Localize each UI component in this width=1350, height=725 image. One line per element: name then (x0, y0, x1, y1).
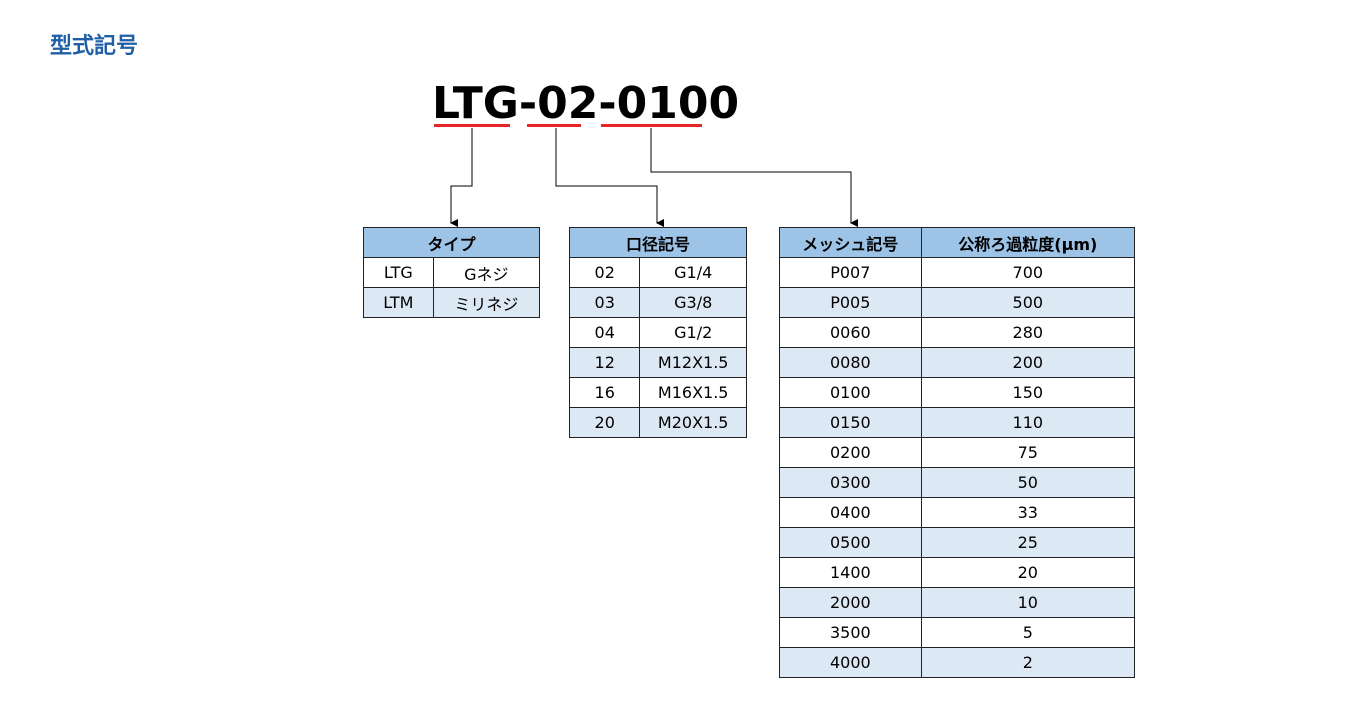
model-code-type: LTG (432, 78, 519, 129)
mesh-code-cell: 2000 (779, 587, 922, 618)
type-table-header: タイプ (363, 227, 540, 258)
filtration-cell: 700 (920, 257, 1136, 288)
type-desc-cell: ミリネジ (432, 287, 541, 318)
port-code-cell: 04 (568, 317, 641, 348)
table-row: 04 G1/2 (568, 317, 747, 348)
port-table-header: 口径記号 (569, 227, 747, 258)
model-code-separator: - (518, 78, 538, 129)
type-underline (434, 124, 510, 127)
model-code-separator: - (598, 78, 617, 129)
model-code-port: 02 (537, 78, 599, 129)
mesh-underline (601, 124, 702, 127)
mesh-code-cell: P007 (779, 257, 922, 288)
port-size-cell: M16X1.5 (639, 377, 747, 408)
port-code-cell: 02 (568, 257, 641, 288)
filtration-cell: 5 (920, 617, 1136, 648)
mesh-code-header: メッシュ記号 (779, 227, 922, 258)
mesh-code-cell: 0200 (779, 437, 922, 468)
mesh-code-cell: 4000 (779, 647, 922, 678)
filtration-cell: 33 (920, 497, 1136, 528)
filtration-cell: 200 (920, 347, 1136, 378)
filtration-cell: 25 (920, 527, 1136, 558)
table-row: 16 M16X1.5 (568, 377, 747, 408)
mesh-code-cell: 0060 (779, 317, 922, 348)
mesh-code-cell: 0300 (779, 467, 922, 498)
type-code-cell: LTM (363, 287, 434, 318)
table-row: LTM ミリネジ (363, 287, 541, 318)
port-code-cell: 12 (568, 347, 641, 378)
mesh-code-cell: 0150 (779, 407, 922, 438)
type-desc-cell: Gネジ (432, 257, 541, 288)
mesh-code-cell: 0080 (779, 347, 922, 378)
table-row: 12 M12X1.5 (568, 347, 747, 378)
mesh-code-cell: 0100 (779, 377, 922, 408)
port-code-cell: 03 (568, 287, 641, 318)
filtration-header: 公称ろ過粒度(μm) (920, 227, 1136, 258)
port-size-cell: G1/2 (639, 317, 747, 348)
type-table: タイプ LTG Gネジ LTM ミリネジ (363, 227, 541, 318)
type-code-cell: LTG (363, 257, 434, 288)
port-underline (527, 124, 581, 127)
filtration-cell: 110 (920, 407, 1136, 438)
page-title: 型式記号 (50, 34, 139, 59)
filtration-cell: 500 (920, 287, 1136, 318)
filtration-cell: 10 (920, 587, 1136, 618)
port-connector (555, 128, 664, 227)
table-row: LTG Gネジ (363, 257, 541, 288)
mesh-code-cell: 1400 (779, 557, 922, 588)
port-size-cell: M12X1.5 (639, 347, 747, 378)
port-code-cell: 16 (568, 377, 641, 408)
table-row: 03 G3/8 (568, 287, 747, 318)
filtration-cell: 20 (920, 557, 1136, 588)
filtration-cell: 2 (920, 647, 1136, 678)
mesh-code-cell: 0400 (779, 497, 922, 528)
table-row: 02 G1/4 (568, 257, 747, 288)
port-size-cell: G3/8 (639, 287, 747, 318)
filtration-cell: 280 (920, 317, 1136, 348)
filtration-cell: 50 (920, 467, 1136, 498)
filtration-cell: 150 (920, 377, 1136, 408)
model-code-mesh: 0100 (616, 78, 740, 129)
table-row: 20 M20X1.5 (568, 407, 747, 438)
mesh-connector (650, 128, 858, 227)
type-connector (450, 128, 473, 227)
port-size-cell: M20X1.5 (639, 407, 747, 438)
mesh-code-cell: 3500 (779, 617, 922, 648)
mesh-code-cell: 0500 (779, 527, 922, 558)
port-size-cell: G1/4 (639, 257, 747, 288)
model-code: LTG-02-0100 (432, 78, 739, 129)
mesh-code-cell: P005 (779, 287, 922, 318)
port-code-cell: 20 (568, 407, 641, 438)
filtration-cell: 75 (920, 437, 1136, 468)
port-table: 口径記号 02 G1/4 03 G3/8 04 G1/2 12 M12X1.5 … (568, 227, 747, 438)
